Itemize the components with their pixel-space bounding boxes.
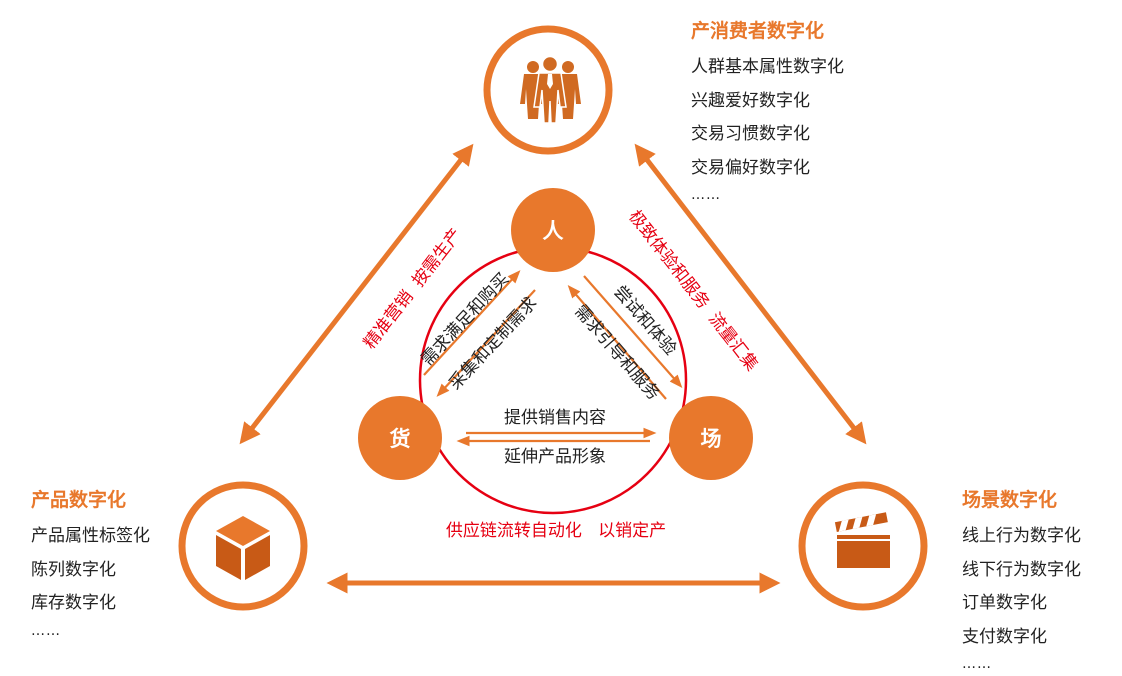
arrow-consumer-product — [239, 143, 474, 445]
consumer-block: 产消费者数字化 人群基本属性数字化 兴趣爱好数字化 交易习惯数字化 交易偏好数字… — [691, 16, 844, 205]
scene-block: 场景数字化 线上行为数字化 线下行为数字化 订单数字化 支付数字化 …… — [962, 485, 1081, 674]
people-group-icon — [520, 55, 581, 124]
consumer-item: 兴趣爱好数字化 — [691, 90, 810, 111]
scene-item: 订单数字化 — [962, 593, 1047, 613]
node-scene: 场 — [669, 396, 753, 480]
node-person-label: 人 — [543, 219, 564, 243]
scene-ring — [798, 481, 928, 611]
consumer-title: 产消费者数字化 — [691, 20, 825, 42]
arrow-consumer-scene — [634, 143, 867, 445]
clapperboard-icon — [834, 512, 890, 568]
edge-label-bottom: 供应链流转自动化 以销定产 — [446, 521, 666, 541]
label-bottom-top: 提供销售内容 — [504, 408, 606, 428]
scene-title: 场景数字化 — [962, 489, 1058, 511]
scene-item: 线上行为数字化 — [962, 526, 1081, 546]
scene-more: …… — [962, 656, 992, 672]
consumer-more: …… — [691, 187, 721, 203]
product-block: 产品数字化 产品属性标签化 陈列数字化 库存数字化 …… — [31, 485, 150, 641]
node-goods-label: 货 — [390, 427, 411, 451]
node-person: 人 — [511, 188, 595, 272]
consumer-item: 交易偏好数字化 — [691, 157, 810, 178]
consumer-item: 交易习惯数字化 — [691, 124, 810, 144]
box-icon — [216, 516, 270, 580]
node-scene-label: 场 — [701, 427, 722, 451]
product-item: 产品属性标签化 — [31, 526, 150, 546]
product-ring — [178, 481, 308, 611]
label-bottom-bottom: 延伸产品形象 — [504, 447, 606, 467]
node-goods: 货 — [358, 396, 442, 480]
product-item: 库存数字化 — [31, 593, 116, 613]
scene-item: 线下行为数字化 — [962, 559, 1081, 580]
consumer-ring — [483, 25, 613, 155]
inner-arrows — [423, 270, 683, 447]
scene-item: 支付数字化 — [962, 626, 1047, 647]
product-item: 陈列数字化 — [31, 559, 116, 580]
product-more: …… — [31, 622, 61, 639]
product-title: 产品数字化 — [31, 489, 127, 511]
consumer-item: 人群基本属性数字化 — [691, 57, 844, 77]
